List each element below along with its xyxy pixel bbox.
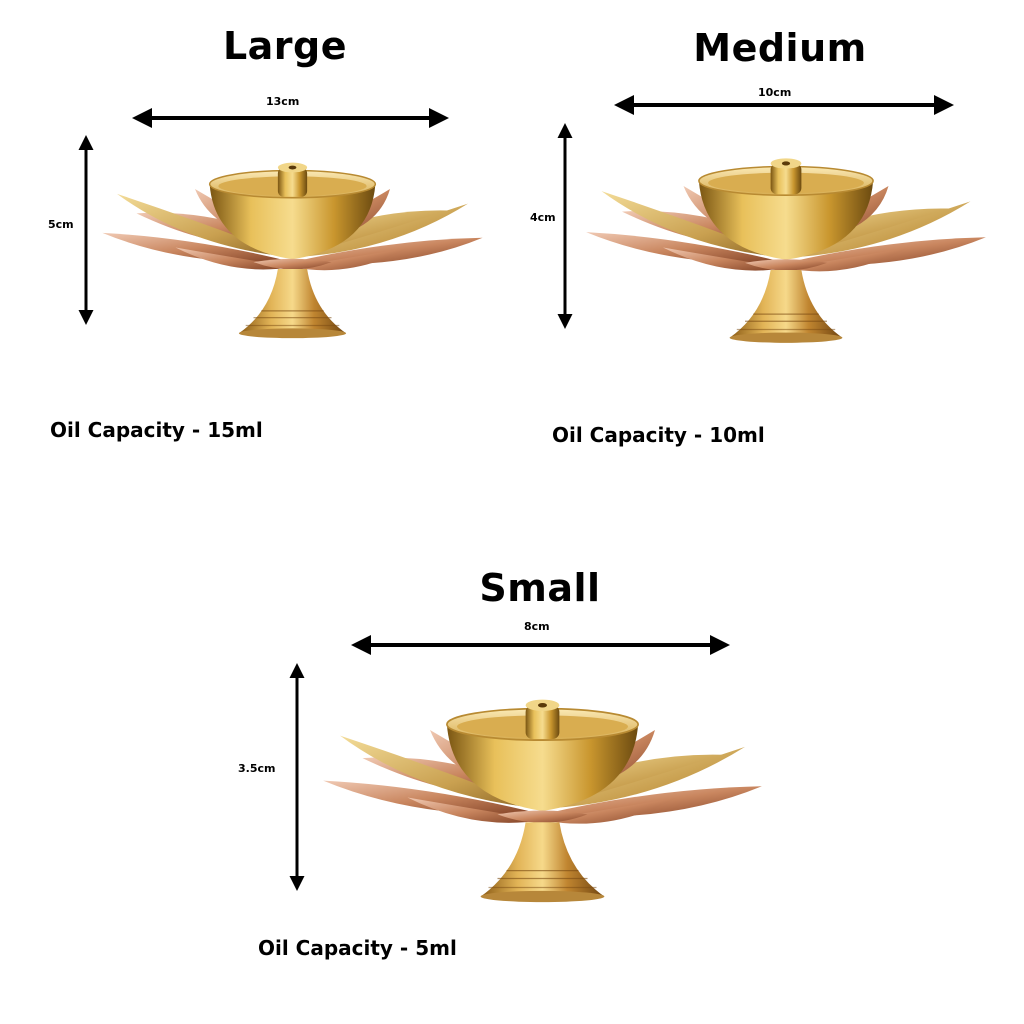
large-height-label: 5cm (48, 218, 74, 231)
small-width-label: 8cm (524, 620, 550, 633)
medium-oil-capacity: Oil Capacity - 10ml (552, 423, 765, 447)
large-oil-capacity: Oil Capacity - 15ml (50, 418, 263, 442)
medium-height-label: 4cm (530, 211, 556, 224)
large-title: Large (222, 24, 348, 68)
medium-title: Medium (693, 26, 867, 70)
small-height-label: 3.5cm (238, 762, 276, 775)
small-oil-capacity: Oil Capacity - 5ml (258, 936, 457, 960)
small-title: Small (479, 566, 601, 610)
large-width-label: 13cm (266, 95, 300, 108)
